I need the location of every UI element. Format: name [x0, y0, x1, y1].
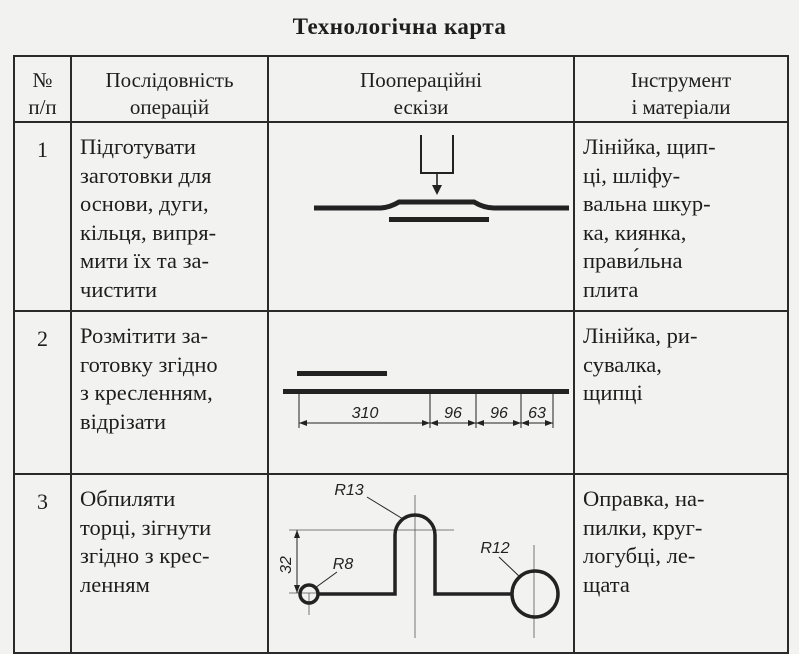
dim-96-a: 96 — [444, 405, 462, 422]
header-operations: Послідовність операцій — [70, 55, 269, 123]
technological-card-table: № п/п Послідовність операцій Поопераційн… — [13, 55, 789, 654]
leader-r8 — [314, 571, 338, 589]
dim-32: 32 — [278, 556, 295, 574]
header-sketches: Поопераційні ескізи — [267, 55, 575, 123]
dim-310: 310 — [352, 405, 379, 422]
table-row: 3 Обпиляти торці, зігнути згідно з крес-… — [13, 473, 789, 654]
row-number: 2 — [13, 310, 72, 475]
row-number: 1 — [13, 121, 72, 312]
operation-text: Підготувати заготовки для основи, дуги, … — [70, 121, 269, 312]
dim-96-b: 96 — [490, 405, 508, 422]
straightening-sketch — [314, 135, 569, 222]
operation-text: Обпиляти торці, зігнути згідно з крес- л… — [70, 473, 269, 654]
bending-sketch: 32 R13 R12 R8 — [278, 482, 560, 638]
label-r8: R8 — [333, 556, 354, 573]
sketch-marking: 310 96 96 63 — [267, 310, 575, 475]
bent-wire — [318, 513, 513, 596]
table-row: 1 Підготувати заготовки для основи, дуги… — [13, 121, 789, 312]
leader-r12 — [498, 556, 522, 579]
tools-text: Оправка, на- пилки, круг- логубці, ле- щ… — [573, 473, 789, 654]
leader-r13 — [366, 496, 404, 520]
label-r13: R13 — [334, 482, 363, 499]
sketch-bending: 32 R13 R12 R8 — [267, 473, 575, 654]
dimension-arrows — [299, 420, 553, 426]
press-outline — [420, 135, 454, 174]
header-tools: Інструмент і матеріали — [573, 55, 789, 123]
workpiece-bar — [283, 389, 569, 394]
large-ring — [510, 569, 560, 619]
label-r12: R12 — [480, 540, 509, 557]
marking-sketch: 310 96 96 63 — [283, 371, 569, 428]
sketch-straightening — [267, 121, 575, 312]
table-header-row: № п/п Послідовність операцій Поопераційн… — [13, 55, 789, 123]
operation-text: Розмітити за- готовку згідно з креслення… — [70, 310, 269, 475]
header-num: № п/п — [13, 55, 72, 123]
tools-text: Лінійка, щип- ці, шліфу- вальна шкур- ка… — [573, 121, 789, 312]
page-title: Технологічна карта — [292, 14, 507, 39]
flat-plate — [389, 217, 489, 222]
table-row: 2 Розмітити за- готовку згідно з креслен… — [13, 310, 789, 475]
workpiece-wire — [314, 199, 569, 211]
tools-text: Лінійка, ри- сувалка, щипці — [573, 310, 789, 475]
row-number: 3 — [13, 473, 72, 654]
press-arrowhead — [432, 185, 442, 195]
dim-63: 63 — [528, 405, 546, 422]
scriber-bar — [297, 371, 387, 376]
